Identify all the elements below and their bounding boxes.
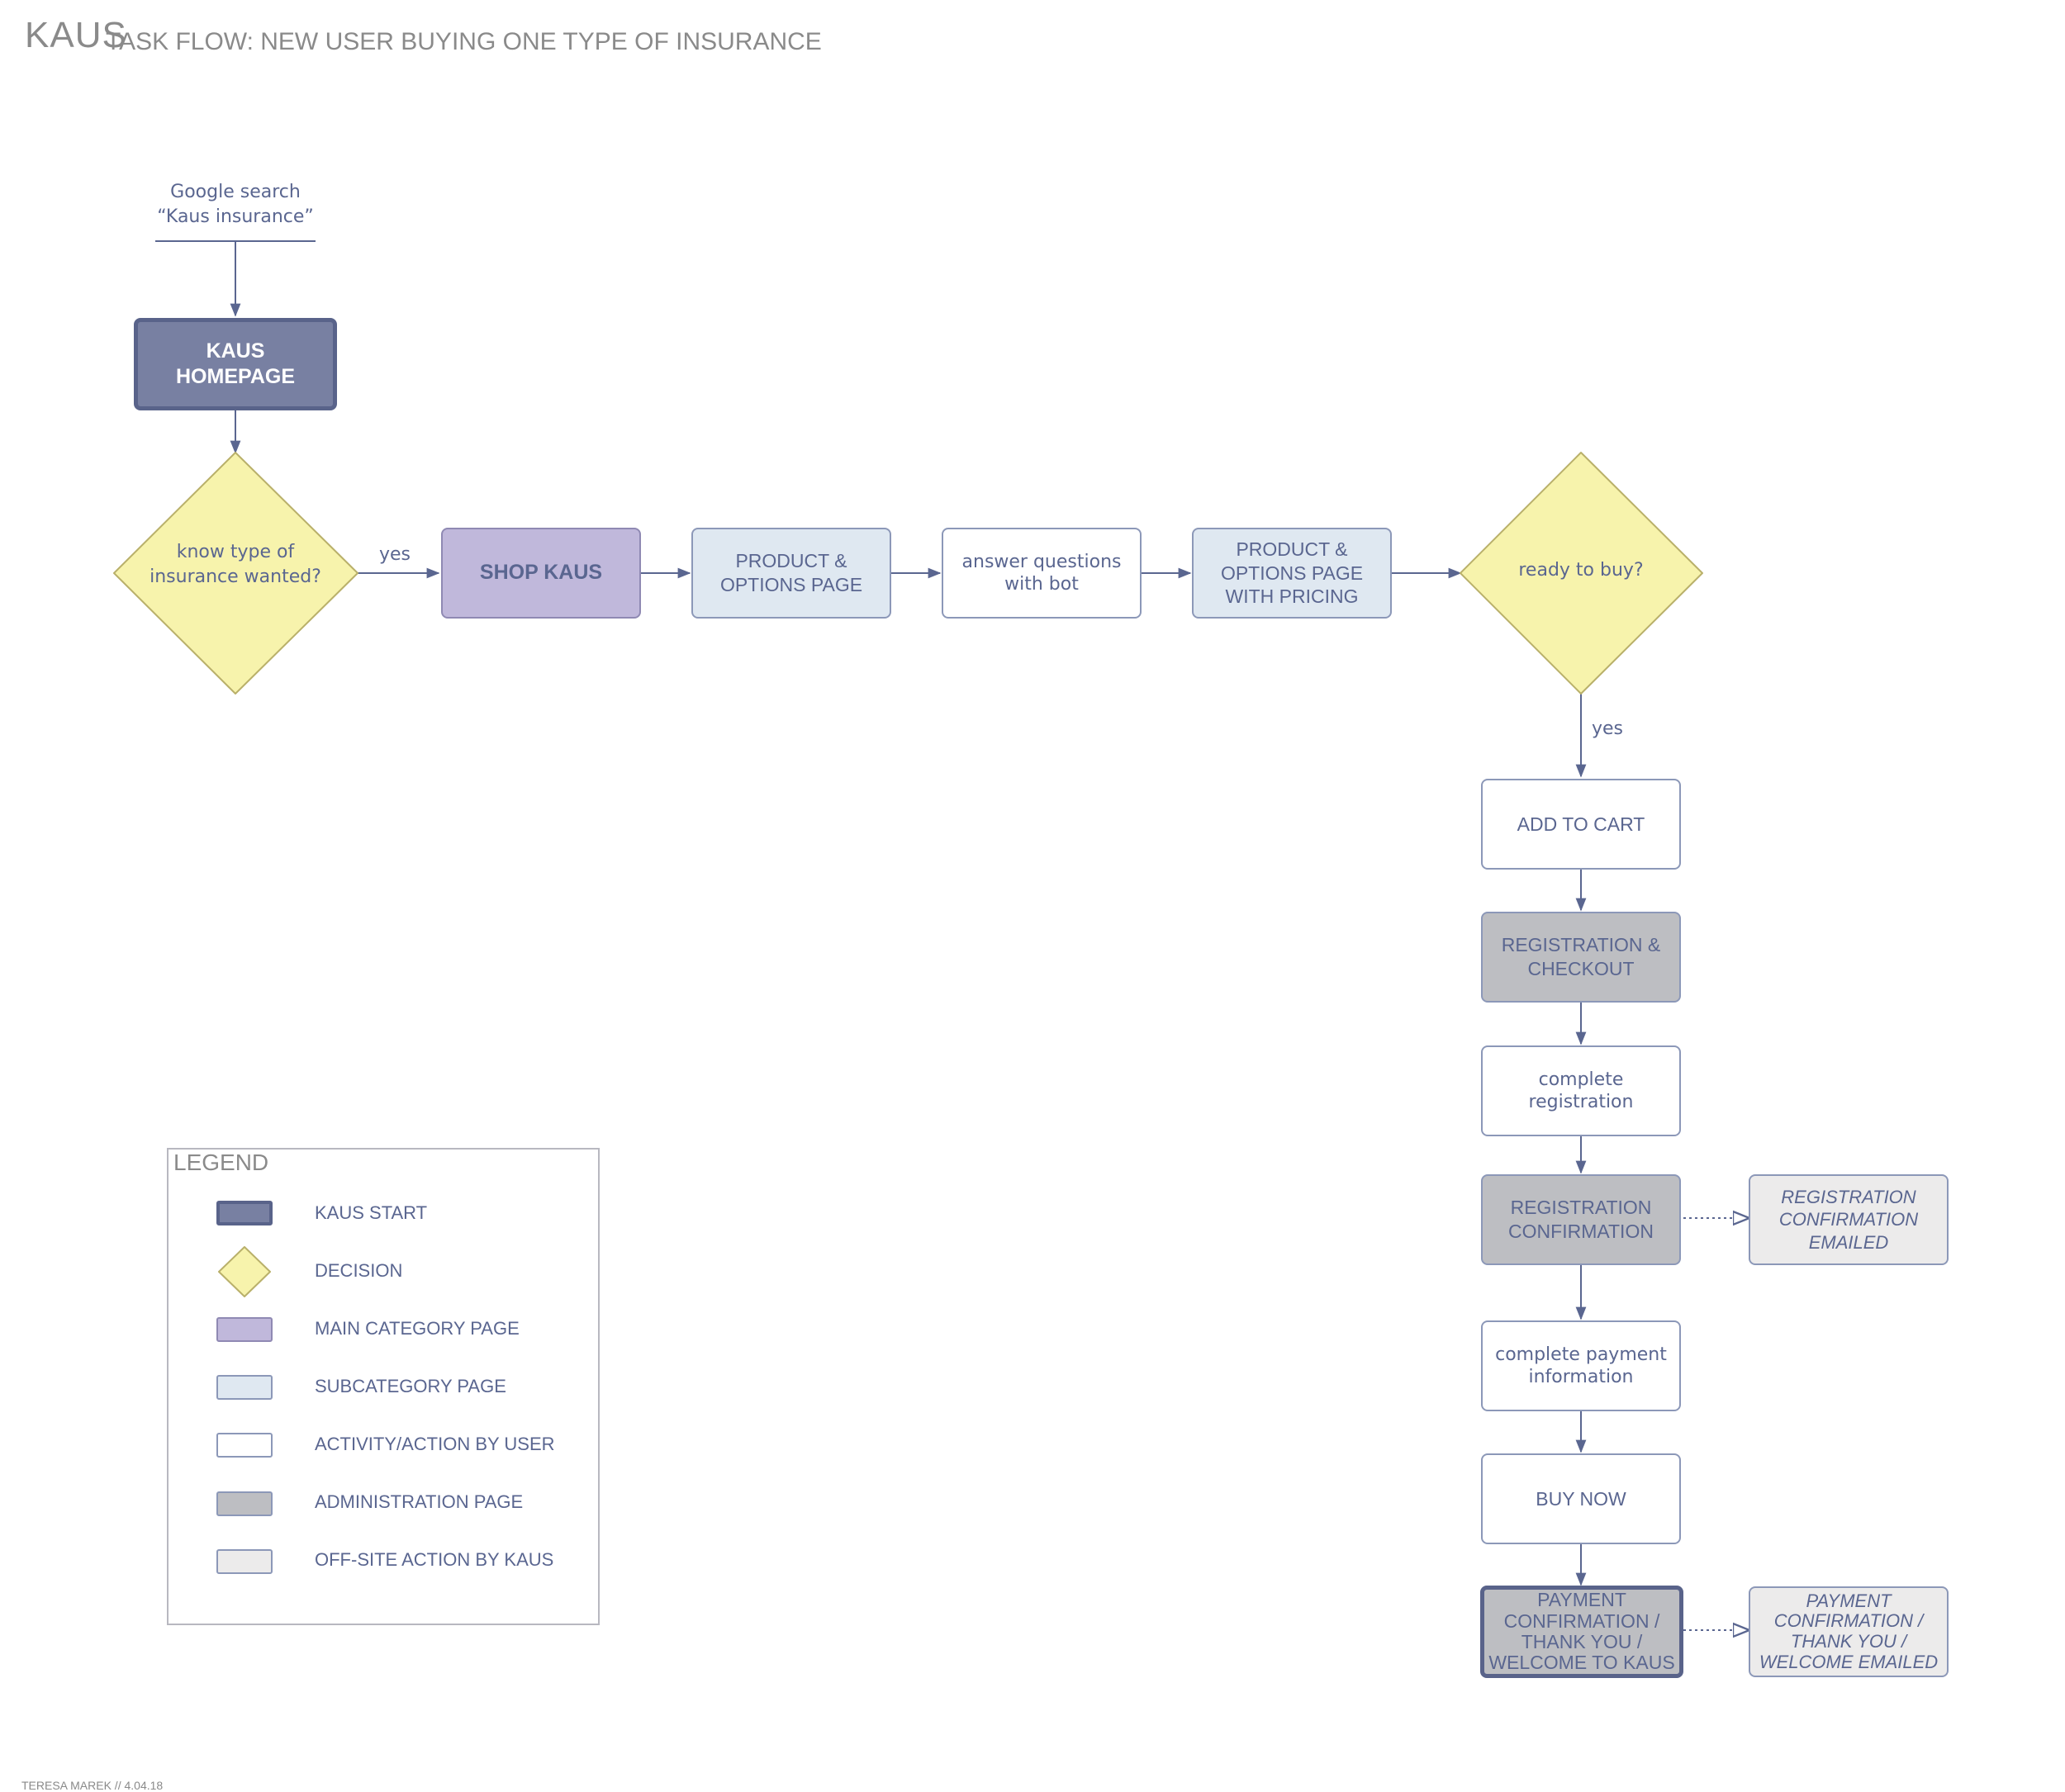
- registration-confirmation-node[interactable]: REGISTRATION CONFIRMATION: [1481, 1174, 1681, 1265]
- product-pricing-node[interactable]: PRODUCT & OPTIONS PAGE WITH PRICING: [1192, 528, 1392, 619]
- legend-label-main: MAIN CATEGORY PAGE: [315, 1318, 520, 1339]
- product-options-node[interactable]: PRODUCT & OPTIONS PAGE: [691, 528, 891, 619]
- decision-buy-label: ready to buy?: [1518, 560, 1644, 581]
- decision-diamond-type: [113, 452, 358, 695]
- legend-label-start: KAUS START: [315, 1202, 428, 1223]
- complete-registration-node[interactable]: complete registration: [1481, 1045, 1681, 1136]
- entry-google-search: Google search “Kaus insurance”: [157, 182, 314, 227]
- decision-type-label: know type of insurance wanted?: [150, 542, 321, 587]
- page-title: TASK FLOW: NEW USER BUYING ONE TYPE OF I…: [106, 28, 822, 55]
- legend-label-activity: ACTIVITY/ACTION BY USER: [315, 1434, 555, 1454]
- footer-author: TERESA MAREK // 4.04.18: [21, 1779, 164, 1792]
- shop-kaus-node[interactable]: SHOP KAUS: [441, 528, 641, 619]
- buy-now-node[interactable]: BUY NOW: [1481, 1453, 1681, 1544]
- answer-bot-node[interactable]: answer questions with bot: [942, 528, 1142, 619]
- kaus-start-swatch: [216, 1201, 273, 1225]
- decision-diamond-swatch: [218, 1246, 271, 1297]
- legend-label-admin: ADMINISTRATION PAGE: [315, 1491, 524, 1512]
- logo: KAUS: [25, 15, 127, 55]
- legend-label-sub: SUBCATEGORY PAGE: [315, 1376, 506, 1396]
- kaus-homepage-node[interactable]: KAUS HOMEPAGE: [134, 318, 337, 410]
- legend-box: [167, 1148, 600, 1625]
- payment-emailed-node: PAYMENT CONFIRMATION / THANK YOU / WELCO…: [1749, 1586, 1949, 1677]
- yes-label-2: yes: [1591, 718, 1624, 739]
- yes-label-1: yes: [378, 544, 411, 565]
- legend-label-offsite: OFF-SITE ACTION BY KAUS: [315, 1549, 554, 1570]
- main-category-swatch: [216, 1317, 273, 1342]
- legend-title: LEGEND: [173, 1150, 269, 1175]
- complete-payment-node[interactable]: complete payment information: [1481, 1320, 1681, 1411]
- registration-checkout-node[interactable]: REGISTRATION & CHECKOUT: [1481, 912, 1681, 1003]
- activity-swatch: [216, 1433, 273, 1458]
- registration-emailed-node: REGISTRATION CONFIRMATION EMAILED: [1749, 1174, 1949, 1265]
- add-to-cart-node[interactable]: ADD TO CART: [1481, 779, 1681, 870]
- decision-diamond-buy: [1460, 452, 1703, 695]
- offsite-swatch: [216, 1549, 273, 1574]
- administration-swatch: [216, 1491, 273, 1516]
- subcategory-swatch: [216, 1375, 273, 1400]
- payment-confirmation-node[interactable]: PAYMENT CONFIRMATION / THANK YOU / WELCO…: [1480, 1586, 1683, 1678]
- legend-label-decision: DECISION: [315, 1260, 403, 1281]
